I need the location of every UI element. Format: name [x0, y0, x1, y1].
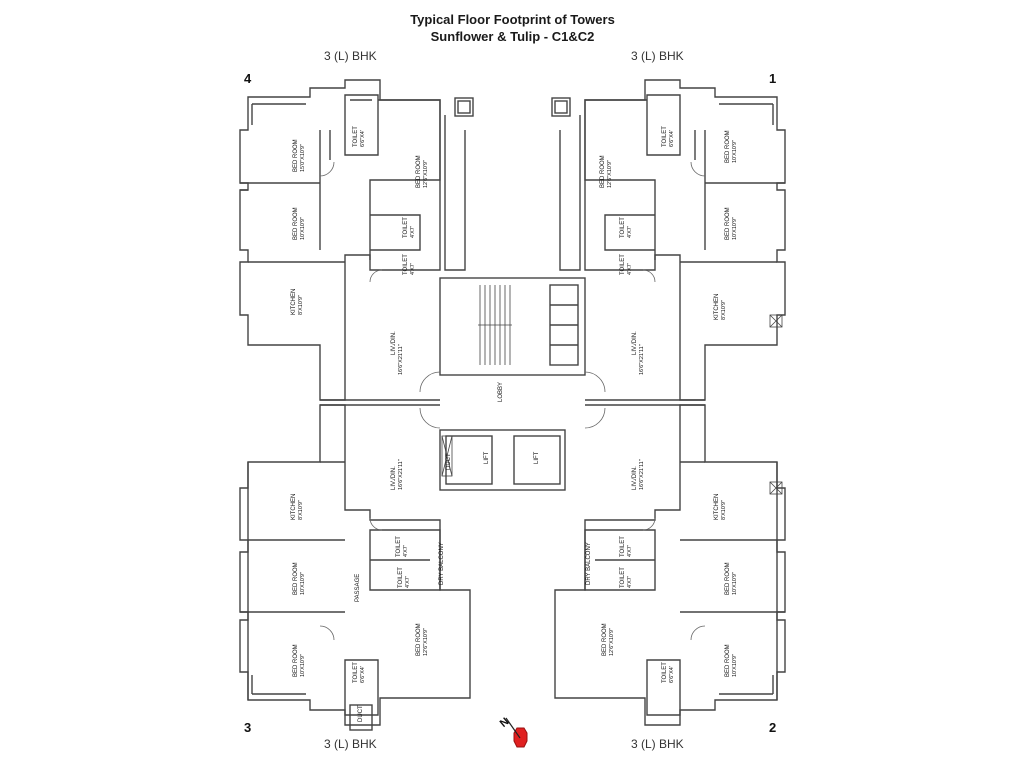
label-toilet-4a-size: 6'6"X4' — [360, 130, 366, 147]
label-toilet-3b: TOILET — [398, 567, 404, 588]
label-toilet-3c: TOILET — [353, 662, 359, 683]
label-livdin-2: LIV./DIN. — [632, 466, 638, 490]
label-livdin-4: LIV./DIN. — [391, 331, 397, 355]
label-kitchen-4-size: 8'X10'9" — [298, 295, 304, 315]
label-kitchen-3-size: 8'X10'9" — [298, 500, 304, 520]
label-bedroom-1a-size: 10'X10'9" — [732, 140, 738, 163]
door-swings — [319, 161, 706, 641]
label-toilet-4a: TOILET — [353, 126, 359, 147]
label-bedroom-3b: BED ROOM — [293, 562, 299, 595]
label-livdin-2-size: 16'6"X21'11" — [639, 459, 645, 490]
room-labels: BED ROOM 15'0"X10'9" TOILET 6'6"X4' BED … — [291, 126, 738, 722]
label-bedroom-4b: BED ROOM — [293, 207, 299, 240]
label-toilet-1c-size: 4'X7' — [627, 263, 633, 275]
staircase — [478, 285, 512, 365]
label-kitchen-1-size: 8'X10'9" — [721, 300, 727, 320]
label-toilet-3b-size: 4'X7' — [405, 576, 411, 588]
label-bedroom-4c-size: 12'6"X10'9" — [423, 160, 429, 188]
label-bedroom-2c: BED ROOM — [602, 623, 608, 656]
flat-3-type: 3 (L) BHK — [324, 737, 377, 751]
label-bedroom-4a-size: 15'0"X10'9" — [300, 144, 306, 172]
label-toilet-2a: TOILET — [620, 536, 626, 557]
flat-2-type: 3 (L) BHK — [631, 737, 684, 751]
label-bedroom-4c: BED ROOM — [416, 155, 422, 188]
label-toilet-2a-size: 4'X7' — [627, 545, 633, 557]
label-kitchen-3: KITCHEN — [291, 494, 297, 520]
label-duct-3: DUCT — [358, 705, 364, 722]
plan-title-line-2: Sunflower & Tulip - C1&C2 — [430, 29, 595, 44]
label-toilet-2b: TOILET — [620, 567, 626, 588]
label-toilet-1c: TOILET — [620, 254, 626, 275]
label-bedroom-4a: BED ROOM — [293, 139, 299, 172]
label-bedroom-1c-size: 12'6"X10'9" — [607, 160, 613, 188]
label-kitchen-1: KITCHEN — [714, 294, 720, 320]
label-bedroom-3b-size: 10'X10'9" — [300, 572, 306, 595]
label-bedroom-4b-size: 10'X10'9" — [300, 217, 306, 240]
label-passage: PASSAGE — [355, 574, 361, 602]
label-toilet-1b-size: 4'X7' — [627, 226, 633, 238]
label-bedroom-1c: BED ROOM — [600, 155, 606, 188]
label-bedroom-2a: BED ROOM — [725, 644, 731, 677]
label-lobby: LOBBY — [498, 382, 504, 402]
label-toilet-3c-size: 6'6"X4' — [360, 666, 366, 683]
label-kitchen-2: KITCHEN — [714, 494, 720, 520]
label-bedroom-3c-size: 12'6"X10'9" — [423, 628, 429, 656]
flat-3-number: 3 — [244, 720, 252, 735]
label-toilet-4b-size: 4'X7' — [410, 226, 416, 238]
flat-1-type: 3 (L) BHK — [631, 49, 684, 63]
label-toilet-3a-size: 4'X7' — [403, 545, 409, 557]
label-bedroom-2b-size: 10'X10'9" — [732, 572, 738, 595]
label-lift-2: LIFT — [534, 451, 540, 464]
label-kitchen-4: KITCHEN — [291, 289, 297, 315]
label-livdin-3: LIV./DIN. — [391, 466, 397, 490]
label-bedroom-2a-size: 10'X10'9" — [732, 654, 738, 677]
label-bedroom-1b-size: 10'X10'9" — [732, 217, 738, 240]
label-toilet-1a: TOILET — [662, 126, 668, 147]
label-toilet-4c: TOILET — [403, 254, 409, 275]
label-bedroom-3c: BED ROOM — [416, 623, 422, 656]
label-toilet-1a-size: 6'6"X4' — [669, 130, 675, 147]
label-bedroom-2b: BED ROOM — [725, 562, 731, 595]
compass-north-label: N — [498, 716, 512, 730]
label-toilet-2c-size: 6'6"X4' — [669, 666, 675, 683]
label-lift-1: LIFT — [484, 451, 490, 464]
label-toilet-3a: TOILET — [396, 536, 402, 557]
label-toilet-4c-size: 4'X7' — [410, 263, 416, 275]
flat-2-number: 2 — [769, 720, 777, 735]
label-toilet-2c: TOILET — [662, 662, 668, 683]
label-toilet-4b: TOILET — [403, 217, 409, 238]
label-livdin-3-size: 16'6"X21'11" — [398, 459, 404, 490]
label-bedroom-1b: BED ROOM — [725, 207, 731, 240]
label-livdin-1-size: 16'6"X21'11" — [639, 344, 645, 375]
duct-marks — [441, 314, 783, 495]
label-kitchen-2-size: 8'X10'9" — [721, 500, 727, 520]
plan-title-line-1: Typical Floor Footprint of Towers — [410, 12, 615, 27]
wall-outline — [239, 79, 786, 731]
label-toilet-1b: TOILET — [620, 217, 626, 238]
flat-4-number: 4 — [244, 71, 252, 86]
label-duct-core: DUCT — [446, 453, 452, 470]
label-livdin-4-size: 16'6"X21'11" — [398, 344, 404, 375]
label-bedroom-2c-size: 12'6"X10'9" — [609, 628, 615, 656]
label-dry-balcony-3: DRY BALCONY — [439, 542, 445, 585]
flat-1-number: 1 — [769, 71, 777, 86]
label-toilet-2b-size: 4'X7' — [627, 576, 633, 588]
label-bedroom-1a: BED ROOM — [725, 130, 731, 163]
north-compass-icon: N — [498, 716, 528, 748]
label-dry-balcony-2: DRY BALCONY — [586, 542, 592, 585]
flat-4-type: 3 (L) BHK — [324, 49, 377, 63]
label-bedroom-3a: BED ROOM — [293, 644, 299, 677]
label-bedroom-3a-size: 10'X10'9" — [300, 654, 306, 677]
label-livdin-1: LIV./DIN. — [632, 331, 638, 355]
